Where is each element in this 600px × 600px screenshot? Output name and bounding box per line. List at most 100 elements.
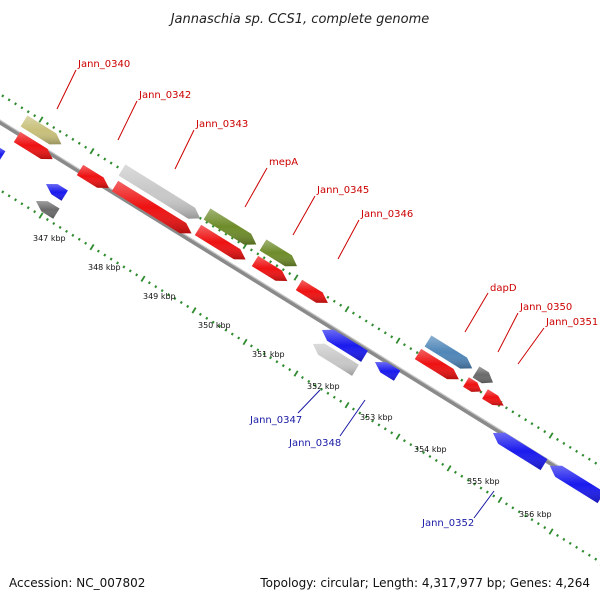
tick-mark (536, 522, 540, 526)
tick-mark (230, 332, 234, 336)
gene-gray-1 (36, 201, 60, 219)
tick-mark (390, 335, 394, 339)
gene-jann-0347-blue (322, 329, 368, 362)
tick-mark (339, 303, 343, 307)
tick-mark (415, 447, 419, 451)
ruler-label-355: 355 kbp (467, 477, 500, 486)
tick-mark (409, 347, 413, 351)
tick-mark (395, 433, 401, 440)
tick-mark (128, 269, 132, 273)
gene-label-jann-0340: Jann_0340 (77, 59, 130, 70)
tick-mark (543, 526, 547, 530)
gene-mepa-olive (203, 208, 257, 245)
tick-mark (511, 410, 515, 414)
tick-mark (71, 233, 75, 237)
gene-red-2 (76, 164, 109, 188)
tick-mark (460, 378, 464, 382)
tick-mark (326, 295, 330, 299)
tick-mark (300, 375, 304, 380)
tick-mark (326, 391, 330, 395)
gene-jann-0352-blue (493, 432, 548, 471)
tick-mark (293, 370, 299, 377)
gene-blue-1 (46, 184, 68, 201)
gene-mepa-red (194, 224, 246, 260)
tick-mark (96, 153, 100, 157)
gene-dapd-red (414, 348, 459, 380)
tick-mark (594, 557, 598, 561)
tick-mark (524, 418, 528, 422)
tick-mark (122, 265, 126, 269)
reverse-gene-labels: Jann_0347 Jann_0348 Jann_0352 (249, 415, 474, 529)
tick-mark (211, 320, 215, 324)
tick-mark (256, 252, 260, 256)
tick-mark (198, 312, 202, 316)
tick-mark (479, 486, 483, 490)
gene-label-jann-0352: Jann_0352 (421, 518, 474, 529)
tick-mark (511, 506, 515, 510)
tick-mark (473, 482, 477, 486)
tick-mark (332, 299, 336, 303)
tick-mark (77, 141, 81, 145)
tick-mark (409, 443, 413, 447)
tick-mark (460, 474, 464, 478)
gene-jann-0348-silver (313, 343, 359, 376)
tick-mark (402, 343, 406, 347)
tick-mark (568, 541, 572, 545)
gene-label-jann-0351: Jann_0351 (545, 317, 598, 328)
tick-mark (262, 256, 266, 260)
tick-mark (242, 338, 248, 346)
tick-mark (344, 401, 350, 409)
ruler-label-348: 348 kbp (88, 263, 121, 272)
tick-mark (575, 449, 579, 453)
tick-mark (7, 194, 11, 198)
tick-mark (594, 461, 598, 465)
forward-label-leaders (56, 69, 545, 365)
gene-features (0, 115, 600, 504)
tick-mark (275, 360, 279, 364)
tick-mark (568, 445, 572, 449)
map-title: Jannaschia sp. CCS1, complete genome (168, 12, 430, 27)
tick-mark (466, 478, 470, 482)
tick-mark (7, 98, 11, 102)
tick-mark (377, 423, 381, 427)
tick-mark (562, 537, 566, 541)
tick-mark (524, 514, 528, 518)
tick-mark (339, 399, 343, 403)
tick-mark (351, 311, 355, 315)
tick-mark (428, 454, 432, 459)
tick-mark (256, 348, 260, 352)
tick-mark (89, 243, 95, 251)
tick-mark (293, 274, 299, 281)
tick-mark (224, 328, 228, 332)
tick-mark (364, 319, 368, 323)
tick-mark (371, 323, 375, 327)
tick-mark (20, 106, 24, 110)
tick-mark (71, 137, 75, 141)
tick-mark (154, 285, 158, 289)
tick-mark (402, 439, 406, 443)
tick-mark (395, 337, 401, 344)
tick-mark (26, 110, 30, 114)
gene-jann-0350-gray (472, 366, 493, 384)
tick-mark (20, 202, 24, 206)
tick-mark (453, 470, 457, 474)
tick-mark (275, 264, 279, 268)
tick-mark (504, 406, 508, 410)
genome-summary-text: Topology: circular; Length: 4,317,977 bp… (259, 576, 590, 590)
tick-mark (65, 133, 68, 137)
tick-mark (434, 458, 438, 462)
tick-mark (364, 415, 368, 419)
tick-mark (58, 225, 62, 229)
tick-mark (269, 356, 273, 360)
tick-mark (587, 553, 591, 557)
tick-mark (504, 502, 508, 506)
tick-mark (530, 518, 534, 522)
tick-mark (446, 465, 452, 472)
ruler-label-356: 356 kbp (519, 510, 552, 519)
tick-mark (371, 419, 375, 423)
tick-mark (390, 431, 394, 435)
gene-label-jann-0348: Jann_0348 (288, 438, 341, 449)
tick-mark (332, 395, 336, 399)
tick-mark (581, 453, 585, 457)
